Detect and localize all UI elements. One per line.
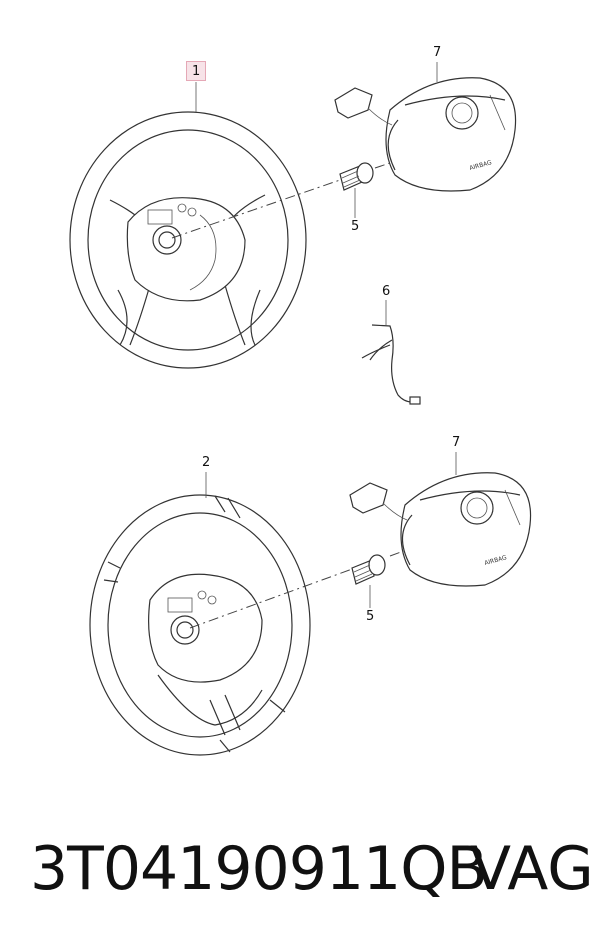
callout-5-upper[interactable]: 5: [351, 219, 360, 234]
footer: 3T04190911QB VAG: [0, 820, 600, 920]
callout-6[interactable]: 6: [382, 284, 391, 299]
wire-harness-6: [361, 324, 421, 405]
airbag-7-lower: AIRBAG: [349, 472, 532, 587]
callout-1[interactable]: 1: [192, 64, 201, 79]
steering-wheel-2: [89, 494, 311, 756]
bolt-5-lower: [351, 554, 386, 585]
parts-diagram: AIRBAG: [69, 45, 532, 756]
part-number: 3T04190911QB: [30, 834, 488, 904]
highlighted-callout-box: [186, 61, 206, 81]
steering-wheel-1: [69, 111, 307, 369]
brand-label: VAG: [470, 834, 594, 904]
callout-7-lower[interactable]: 7: [452, 435, 461, 450]
diagram-drawing: AIRBAG: [69, 62, 532, 756]
bolt-5-upper: [339, 162, 374, 191]
callout-2[interactable]: 2: [202, 455, 211, 470]
callout-7-upper[interactable]: 7: [433, 45, 442, 60]
airbag-7-upper: AIRBAG: [334, 77, 517, 192]
callout-5-lower[interactable]: 5: [366, 609, 375, 624]
